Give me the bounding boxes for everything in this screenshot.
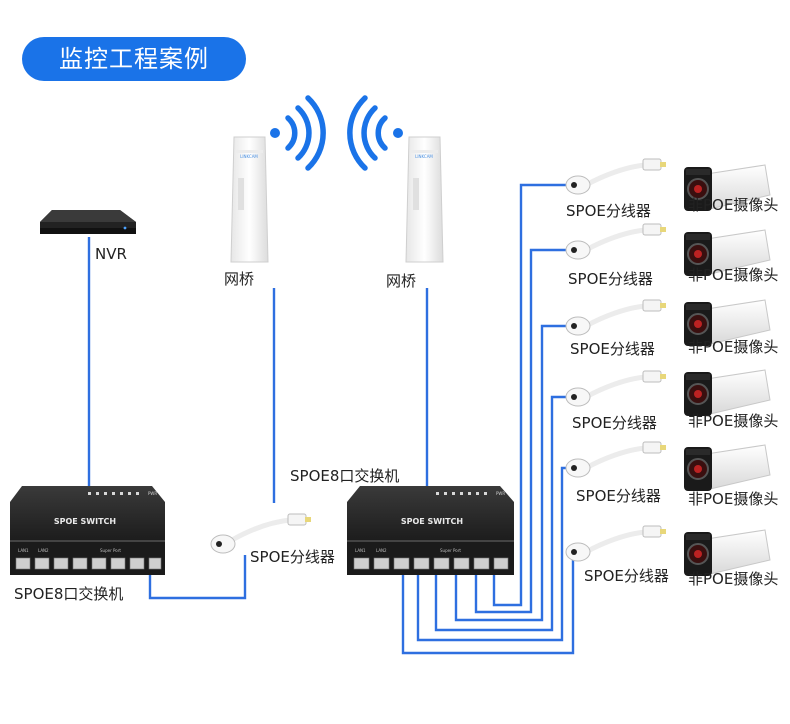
camera-label: 非POE摄像头 [688, 570, 779, 588]
poe-splitter-icon [565, 223, 666, 260]
poe-splitter-icon [565, 158, 666, 195]
switch-left-label: SPOE8口交换机 [14, 585, 124, 603]
cable-port-2 [474, 248, 566, 614]
splitter-label: SPOE分线器 [584, 567, 669, 585]
camera-label: 非POE摄像头 [688, 266, 779, 284]
bridge-left-label: 网桥 [224, 270, 255, 288]
cable-port-5 [416, 466, 566, 642]
poe-splitter-icon [210, 513, 311, 554]
camera-label: 非POE摄像头 [688, 196, 779, 214]
poe-splitter-icon [565, 525, 666, 562]
bullet-camera-icon [684, 299, 771, 346]
nvr-recorder-icon [40, 210, 136, 234]
switch-brand-text: SPOE SWITCH [54, 517, 116, 526]
wifi-signal-icon [347, 95, 403, 171]
camera-rows [565, 158, 771, 576]
ethernet-ports [15, 557, 162, 570]
poe-splitter-icon [565, 370, 666, 407]
cable-port-1 [492, 183, 566, 607]
cable-splitter-to-switch [148, 555, 247, 600]
splitter-center-label: SPOE分线器 [250, 548, 335, 566]
switch-led-row [436, 492, 487, 495]
switch-right-label: SPOE8口交换机 [290, 467, 400, 485]
poe-switch-icon: SPOE SWITCH PWR LAN1 LAN2 Super Port [10, 486, 165, 575]
wifi-signal-icon [270, 95, 326, 171]
bridge-antenna-icon: LINKCAM [405, 136, 444, 263]
bullet-camera-icon [684, 529, 771, 576]
splitter-label: SPOE分线器 [566, 202, 651, 220]
port-label-super: Super Port [440, 548, 461, 553]
svg-text:LINKCAM: LINKCAM [240, 154, 258, 159]
nvr-label: NVR [95, 245, 127, 263]
camera-label: 非POE摄像头 [688, 490, 779, 508]
splitter-label: SPOE分线器 [570, 340, 655, 358]
switch-led-label: PWR [496, 491, 505, 496]
splitter-label: SPOE分线器 [572, 414, 657, 432]
port-label-lan2: LAN2 [38, 548, 49, 553]
cable-port-4 [434, 395, 566, 632]
ethernet-ports [353, 557, 509, 570]
poe-switch-icon: SPOE SWITCH PWR LAN1 LAN2 Super Port [347, 486, 514, 575]
port-label-lan1: LAN1 [355, 548, 366, 553]
splitter-label: SPOE分线器 [568, 270, 653, 288]
bridge-antenna-icon: LINKCAM [230, 136, 269, 263]
cable-port-6 [401, 552, 575, 655]
poe-splitter-icon [565, 441, 666, 478]
camera-label: 非POE摄像头 [688, 412, 779, 430]
switch-led-row [88, 492, 139, 495]
switch-led-label: PWR [148, 491, 157, 496]
bullet-camera-icon [684, 444, 771, 491]
port-label-lan1: LAN1 [18, 548, 29, 553]
poe-splitter-icon [565, 299, 666, 336]
cable-port-3 [454, 324, 566, 622]
bullet-camera-icon [684, 369, 771, 416]
bullet-camera-icon [684, 229, 771, 276]
cable-group [87, 183, 575, 655]
bullet-camera-icon [684, 164, 771, 211]
port-label-lan2: LAN2 [376, 548, 387, 553]
switch-brand-text: SPOE SWITCH [401, 517, 463, 526]
camera-label: 非POE摄像头 [688, 338, 779, 356]
splitter-label: SPOE分线器 [576, 487, 661, 505]
svg-text:LINKCAM: LINKCAM [415, 154, 433, 159]
port-label-super: Super Port [100, 548, 121, 553]
bridge-right-label: 网桥 [386, 272, 417, 290]
page-title: 监控工程案例 [22, 37, 246, 81]
